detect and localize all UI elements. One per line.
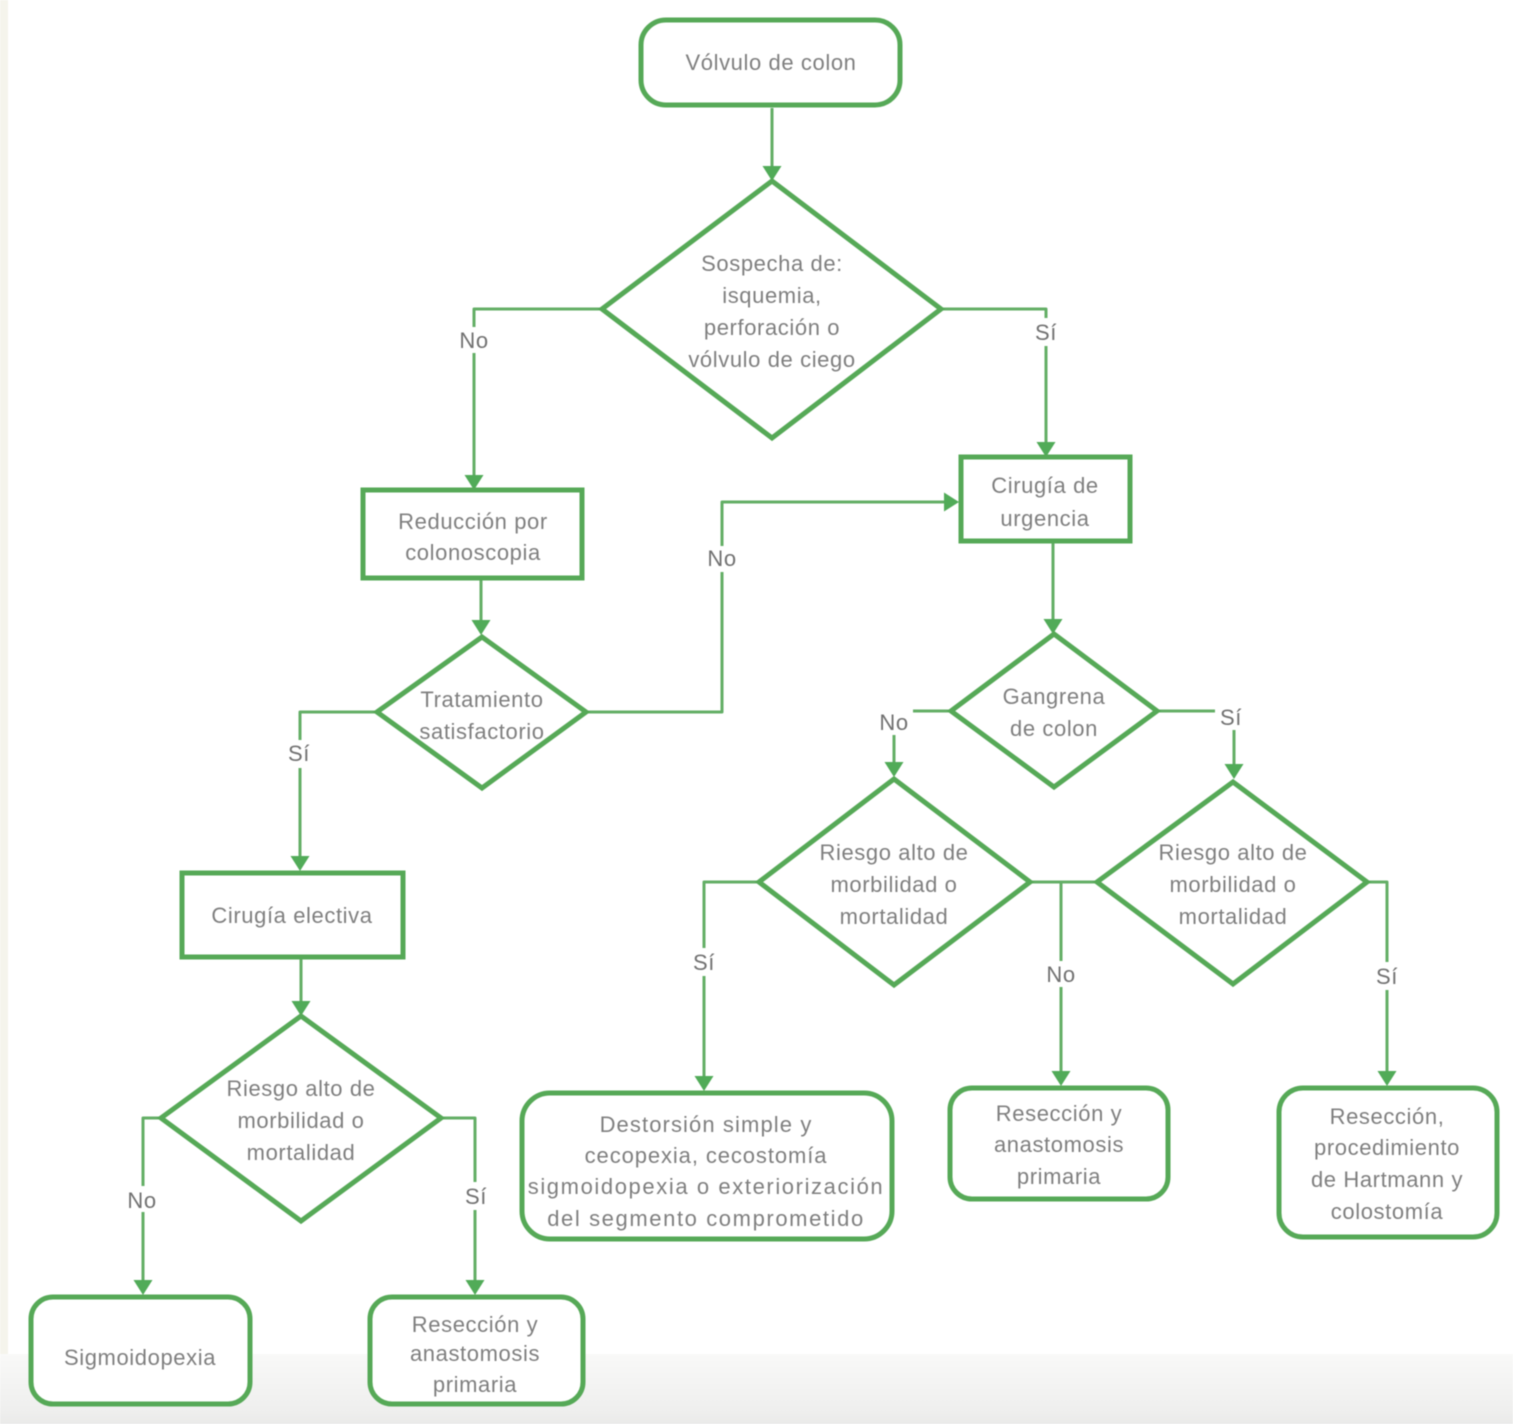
svg-text:Riesgo alto de: Riesgo alto de bbox=[1158, 840, 1307, 865]
svg-text:Cirugía electiva: Cirugía electiva bbox=[211, 903, 372, 928]
svg-text:Cirugía de: Cirugía de bbox=[991, 473, 1099, 498]
svg-text:mortalidad: mortalidad bbox=[840, 904, 949, 929]
svg-text:vólvulo de ciego: vólvulo de ciego bbox=[688, 347, 855, 372]
svg-text:de Hartmann y: de Hartmann y bbox=[1311, 1167, 1463, 1192]
svg-text:colostomía: colostomía bbox=[1331, 1199, 1444, 1224]
svg-text:No: No bbox=[707, 546, 736, 571]
svg-text:Vólvulo de colon: Vólvulo de colon bbox=[685, 50, 856, 75]
svg-text:Resección y: Resección y bbox=[996, 1101, 1122, 1126]
svg-text:Sí: Sí bbox=[288, 741, 310, 766]
svg-text:mortalidad: mortalidad bbox=[1179, 904, 1288, 929]
svg-text:isquemia,: isquemia, bbox=[722, 283, 822, 308]
svg-text:del segmento comprometido: del segmento comprometido bbox=[547, 1206, 865, 1231]
svg-text:Reducción por: Reducción por bbox=[398, 509, 548, 534]
svg-text:morbilidad o: morbilidad o bbox=[1169, 872, 1296, 897]
svg-text:Riesgo alto de: Riesgo alto de bbox=[819, 840, 968, 865]
svg-text:cecopexia, cecostomía: cecopexia, cecostomía bbox=[585, 1143, 828, 1168]
svg-text:Sí: Sí bbox=[1376, 964, 1398, 989]
svg-text:anastomosis: anastomosis bbox=[410, 1341, 540, 1366]
svg-text:Destorsión simple y: Destorsión simple y bbox=[600, 1112, 813, 1137]
svg-text:sigmoidopexia o exteriorizaci: sigmoidopexia o exteriorización bbox=[528, 1174, 885, 1199]
svg-text:de colon: de colon bbox=[1010, 716, 1098, 741]
svg-text:Gangrena: Gangrena bbox=[1003, 684, 1106, 709]
svg-text:procedimiento: procedimiento bbox=[1314, 1135, 1460, 1160]
svg-text:Tratamiento: Tratamiento bbox=[420, 687, 543, 712]
svg-text:Resección,: Resección, bbox=[1330, 1104, 1445, 1129]
svg-text:primaria: primaria bbox=[433, 1372, 517, 1397]
svg-text:Sí: Sí bbox=[1220, 705, 1242, 730]
svg-text:anastomosis: anastomosis bbox=[994, 1132, 1124, 1157]
svg-text:Sospecha de:: Sospecha de: bbox=[701, 251, 843, 276]
svg-text:Sí: Sí bbox=[1035, 320, 1057, 345]
svg-text:Resección y: Resección y bbox=[412, 1312, 538, 1337]
svg-text:Sigmoidopexia: Sigmoidopexia bbox=[64, 1345, 216, 1370]
svg-text:No: No bbox=[1046, 962, 1075, 987]
svg-text:mortalidad: mortalidad bbox=[247, 1140, 356, 1165]
svg-text:satisfactorio: satisfactorio bbox=[419, 719, 544, 744]
svg-text:colonoscopia: colonoscopia bbox=[405, 540, 541, 565]
svg-text:No: No bbox=[879, 710, 908, 735]
svg-text:No: No bbox=[127, 1188, 156, 1213]
svg-text:Sí: Sí bbox=[465, 1184, 487, 1209]
svg-text:Sí: Sí bbox=[693, 950, 715, 975]
svg-text:primaria: primaria bbox=[1017, 1164, 1101, 1189]
svg-text:perforación o: perforación o bbox=[704, 315, 840, 340]
svg-text:Riesgo alto de: Riesgo alto de bbox=[226, 1076, 375, 1101]
svg-text:morbilidad o: morbilidad o bbox=[237, 1108, 364, 1133]
svg-text:morbilidad o: morbilidad o bbox=[830, 872, 957, 897]
svg-text:urgencia: urgencia bbox=[1000, 506, 1089, 531]
svg-text:No: No bbox=[459, 328, 488, 353]
